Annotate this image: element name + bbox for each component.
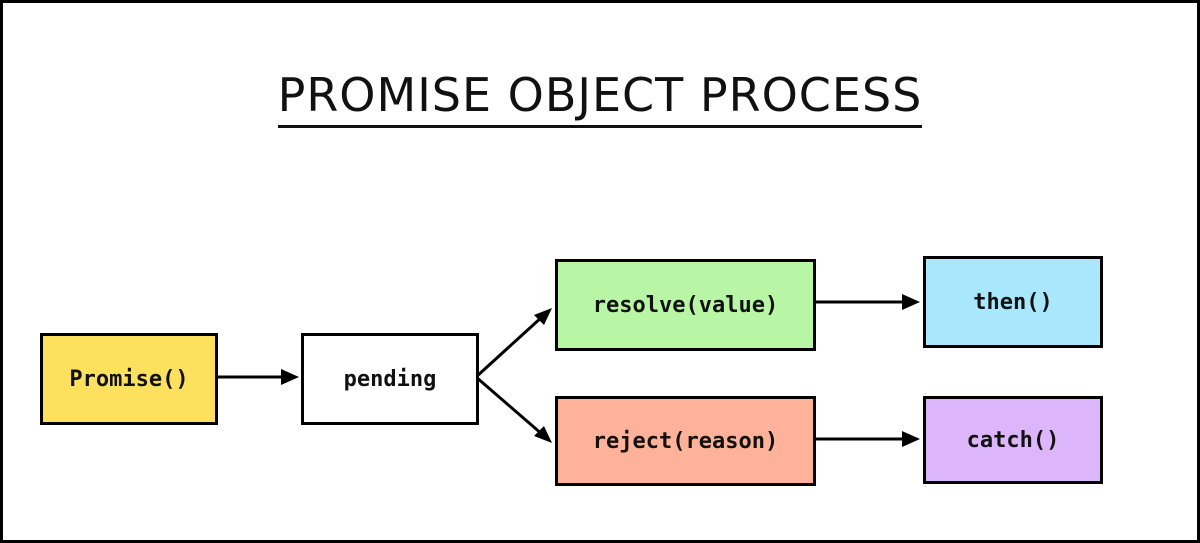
node-resolve: resolve(value): [555, 259, 816, 351]
arrows-layer: [215, 294, 920, 447]
node-promise: Promise(): [40, 333, 218, 425]
node-catch: catch(): [923, 396, 1103, 484]
node-then: then(): [923, 256, 1103, 348]
node-pending: pending: [301, 333, 479, 425]
diagram-title-text: PROMISE OBJECT PROCESS: [277, 67, 923, 128]
node-reject: reject(reason): [555, 396, 816, 486]
arrowhead-then: [902, 294, 920, 310]
arrowhead-resolve: [534, 308, 552, 325]
arrowhead-pending-solid: [281, 369, 299, 385]
arrow-pending-to-resolve: [474, 314, 545, 379]
arrow-pending-to-reject: [475, 375, 544, 437]
arrowhead-reject: [534, 426, 552, 443]
diagram-title: PROMISE OBJECT PROCESS: [3, 67, 1197, 128]
arrowhead-catch: [902, 431, 920, 447]
